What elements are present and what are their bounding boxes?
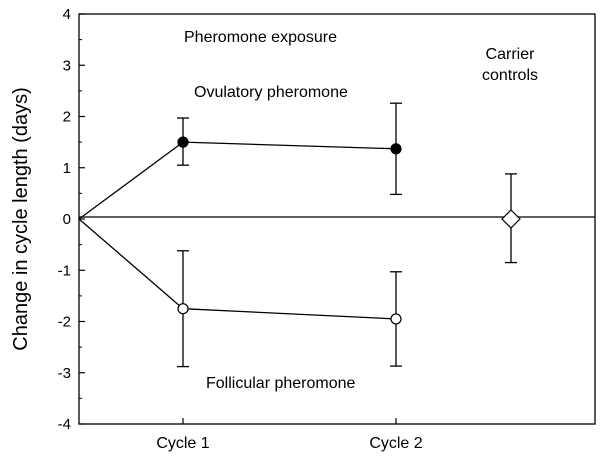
y-tick-label: -3 xyxy=(58,365,71,382)
y-tick-label: -2 xyxy=(58,314,71,331)
x-tick-label: Cycle 2 xyxy=(369,435,422,452)
data-point xyxy=(177,136,189,148)
annotation-pheromone-exposure: Pheromone exposure xyxy=(184,29,337,46)
series-line xyxy=(78,218,397,320)
annotation-carrier-line2: controls xyxy=(482,67,538,84)
series-filled-circle xyxy=(78,102,402,220)
data-point xyxy=(390,313,402,325)
y-tick-label: 0 xyxy=(63,211,71,228)
y-tick-label: 4 xyxy=(63,6,71,23)
annotation-ovulatory: Ovulatory pheromone xyxy=(194,84,348,101)
series-open-circle xyxy=(78,218,402,368)
y-tick-label: 1 xyxy=(63,160,71,177)
data-point xyxy=(501,209,521,229)
data-point xyxy=(390,143,402,155)
annotation-follicular: Follicular pheromone xyxy=(206,375,356,392)
series-line xyxy=(78,141,397,220)
y-tick-label: -1 xyxy=(58,262,71,279)
series-layer xyxy=(78,102,521,368)
y-tick-label: -4 xyxy=(58,416,71,433)
y-tick-label: 3 xyxy=(63,57,71,74)
annotation-carrier-line1: Carrier xyxy=(486,46,536,63)
y-axis-label: Change in cycle length (days) xyxy=(10,87,32,350)
data-point xyxy=(177,303,189,315)
y-tick-label: 2 xyxy=(63,109,71,126)
series-open-diamond xyxy=(501,173,521,264)
x-tick-label: Cycle 1 xyxy=(156,435,209,452)
